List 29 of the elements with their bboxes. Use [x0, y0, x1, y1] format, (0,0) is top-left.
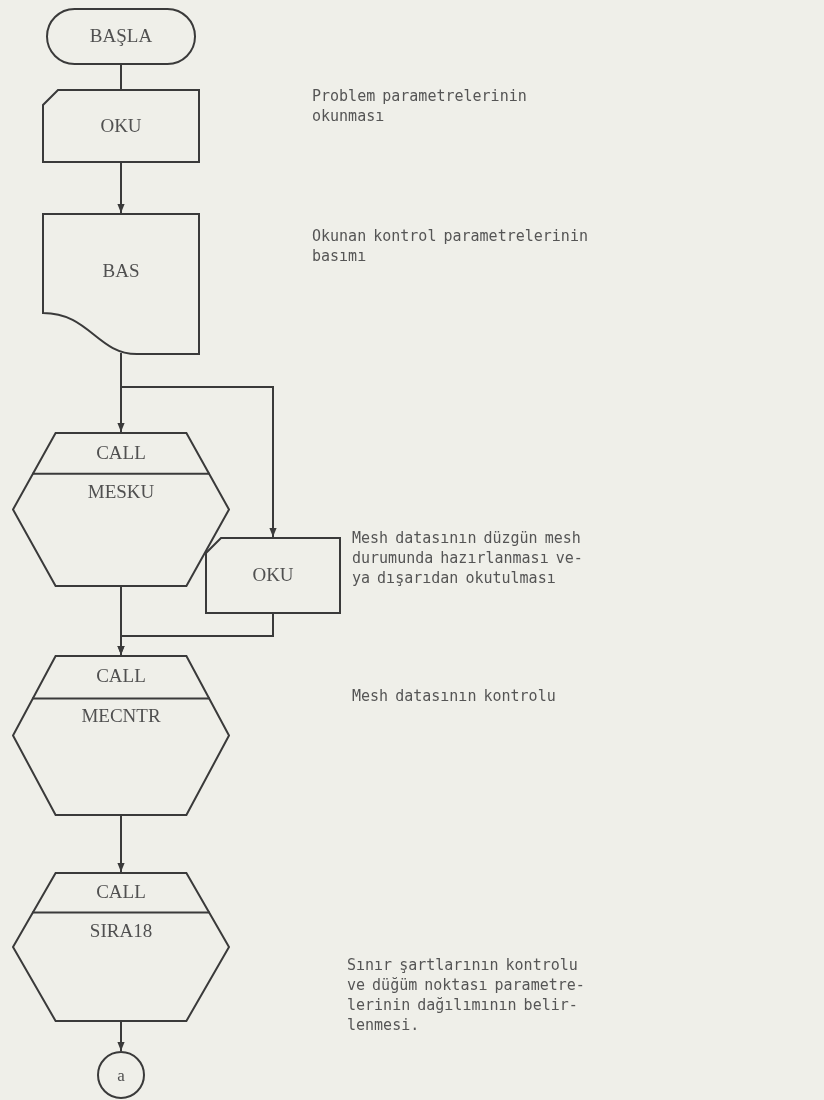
subroutine-hexagon [12, 872, 230, 1022]
step-label: BAŞLA [89, 24, 153, 49]
step-label: OKU [252, 563, 294, 588]
annotation-text: Mesh datasının düzgün mesh durumunda hazırlanması ve-ya dışarıdan okutulması [352, 528, 584, 588]
annotation-text: Problem parametrelerinin okunması [312, 86, 528, 126]
step-label: OKU [100, 113, 142, 138]
print-document [42, 213, 200, 355]
subroutine-name: MECNTR [81, 704, 161, 729]
connector-circle [97, 1051, 145, 1099]
subroutine-name: SIRA18 [89, 918, 153, 943]
subroutine-name: MESKU [87, 479, 155, 504]
subroutine-hexagon [12, 432, 230, 587]
arrow [117, 613, 274, 656]
annotation-text: Mesh datasının kontrolu [352, 686, 557, 706]
subroutine-hexagon [12, 655, 230, 816]
call-label: CALL [96, 880, 146, 904]
step-label: BAS [102, 259, 140, 283]
start-terminal [46, 8, 196, 65]
connector-label: a [117, 1066, 125, 1084]
call-label: CALL [96, 664, 146, 689]
call-label: CALL [96, 440, 146, 465]
input-card [42, 89, 200, 163]
arrow [117, 815, 125, 873]
annotation-text: Okunan kontrol parametrelerinin basımı [312, 226, 589, 266]
arrow [117, 162, 125, 214]
arrow [117, 1021, 125, 1052]
input-card [205, 537, 341, 614]
annotation-text: Sınır şartlarının kontrolu ve düğüm noktası parametre-lerinin dağılımının belir-lenmesi. [347, 955, 586, 1035]
arrow [120, 352, 277, 538]
